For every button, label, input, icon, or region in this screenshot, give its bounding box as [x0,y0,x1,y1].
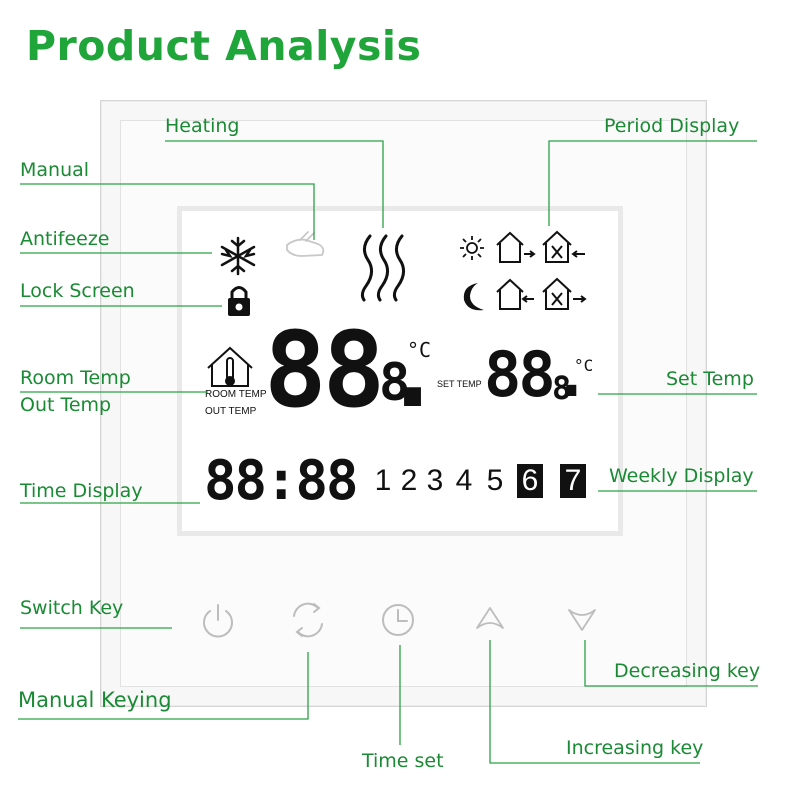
power-icon[interactable] [203,604,233,638]
set-temp-unit: °C [574,356,594,375]
label-manual-keying: Manual Keying [18,688,172,712]
label-time-set: Time set [362,750,444,772]
label-switch-key: Switch Key [20,597,124,619]
day-3: 3 [426,464,444,497]
label-out-temp: Out Temp [20,394,112,416]
house-thermometer-icon [207,346,253,387]
set-temp-digits: 88. [484,338,590,411]
home-arrow-icon [496,231,536,263]
room-temp-digits: 88. [264,309,444,431]
label-heating: Heating [165,115,240,137]
label-time-display: Time Display [20,480,143,502]
day-1: 1 [374,464,392,497]
time-digits: 88:88 [204,449,359,512]
fork-knife-icon [542,230,585,263]
label-lock-screen: Lock Screen [20,280,135,302]
label-manual: Manual [20,159,90,181]
label-weekly-display: Weekly Display [609,465,754,487]
home-arrow-icon [496,278,534,310]
set-temp-decimal: 8 [552,369,572,407]
label-decreasing-key: Decreasing key [614,660,761,682]
out-temp-text: OUT TEMP [205,406,257,417]
clock-icon[interactable] [382,604,414,636]
snowflake-icon [220,236,256,276]
sun-icon [460,236,484,260]
room-temp-unit: °C [407,338,432,362]
label-set-temp: Set Temp [666,368,754,390]
day-4: 4 [455,464,473,497]
label-period-display: Period Display [604,115,740,137]
room-temp-text: ROOM TEMP [205,389,267,400]
set-temp-text: SET TEMP [437,379,482,389]
day-6: 6 [517,464,543,498]
down-triangle-icon[interactable] [568,609,596,631]
heat-waves-icon [360,234,405,302]
label-antifeeze: Antifeeze [20,228,110,250]
fork-knife-icon [542,277,587,310]
label-increasing-key: Increasing key [566,737,704,759]
day-5: 5 [486,464,504,497]
moon-icon [463,283,484,311]
cycle-icon[interactable] [293,602,323,638]
up-triangle-icon[interactable] [476,607,504,629]
label-room-temp: Room Temp [20,367,131,389]
day-7: 7 [560,464,586,498]
page-title: Product Analysis [26,22,422,70]
day-2: 2 [400,464,418,497]
hand-icon [286,231,325,257]
room-temp-decimal: 8 [379,353,411,413]
lock-icon [228,286,250,316]
